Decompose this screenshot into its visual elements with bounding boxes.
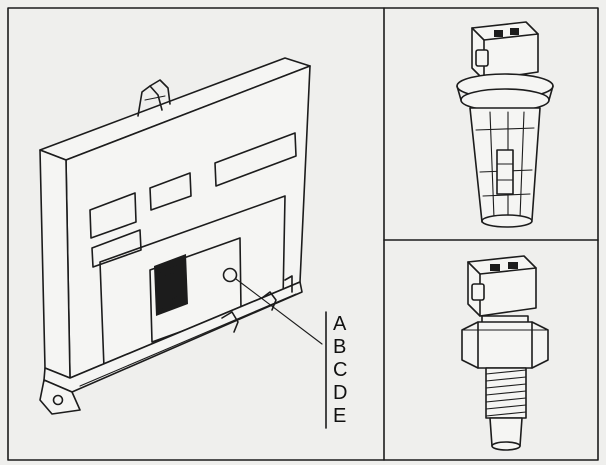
control-unit-icon [39, 57, 311, 415]
label-c: C [333, 359, 347, 381]
outer-frame [7, 7, 599, 461]
leader-line [235, 278, 323, 345]
coolant-temperature-sensor-icon [461, 255, 549, 451]
label-b: B [333, 336, 346, 358]
label-e: E [333, 405, 346, 427]
indicator-hole [222, 267, 238, 283]
label-d: D [333, 382, 347, 404]
label-a: A [333, 313, 347, 335]
air-temperature-sensor-icon [456, 21, 554, 228]
